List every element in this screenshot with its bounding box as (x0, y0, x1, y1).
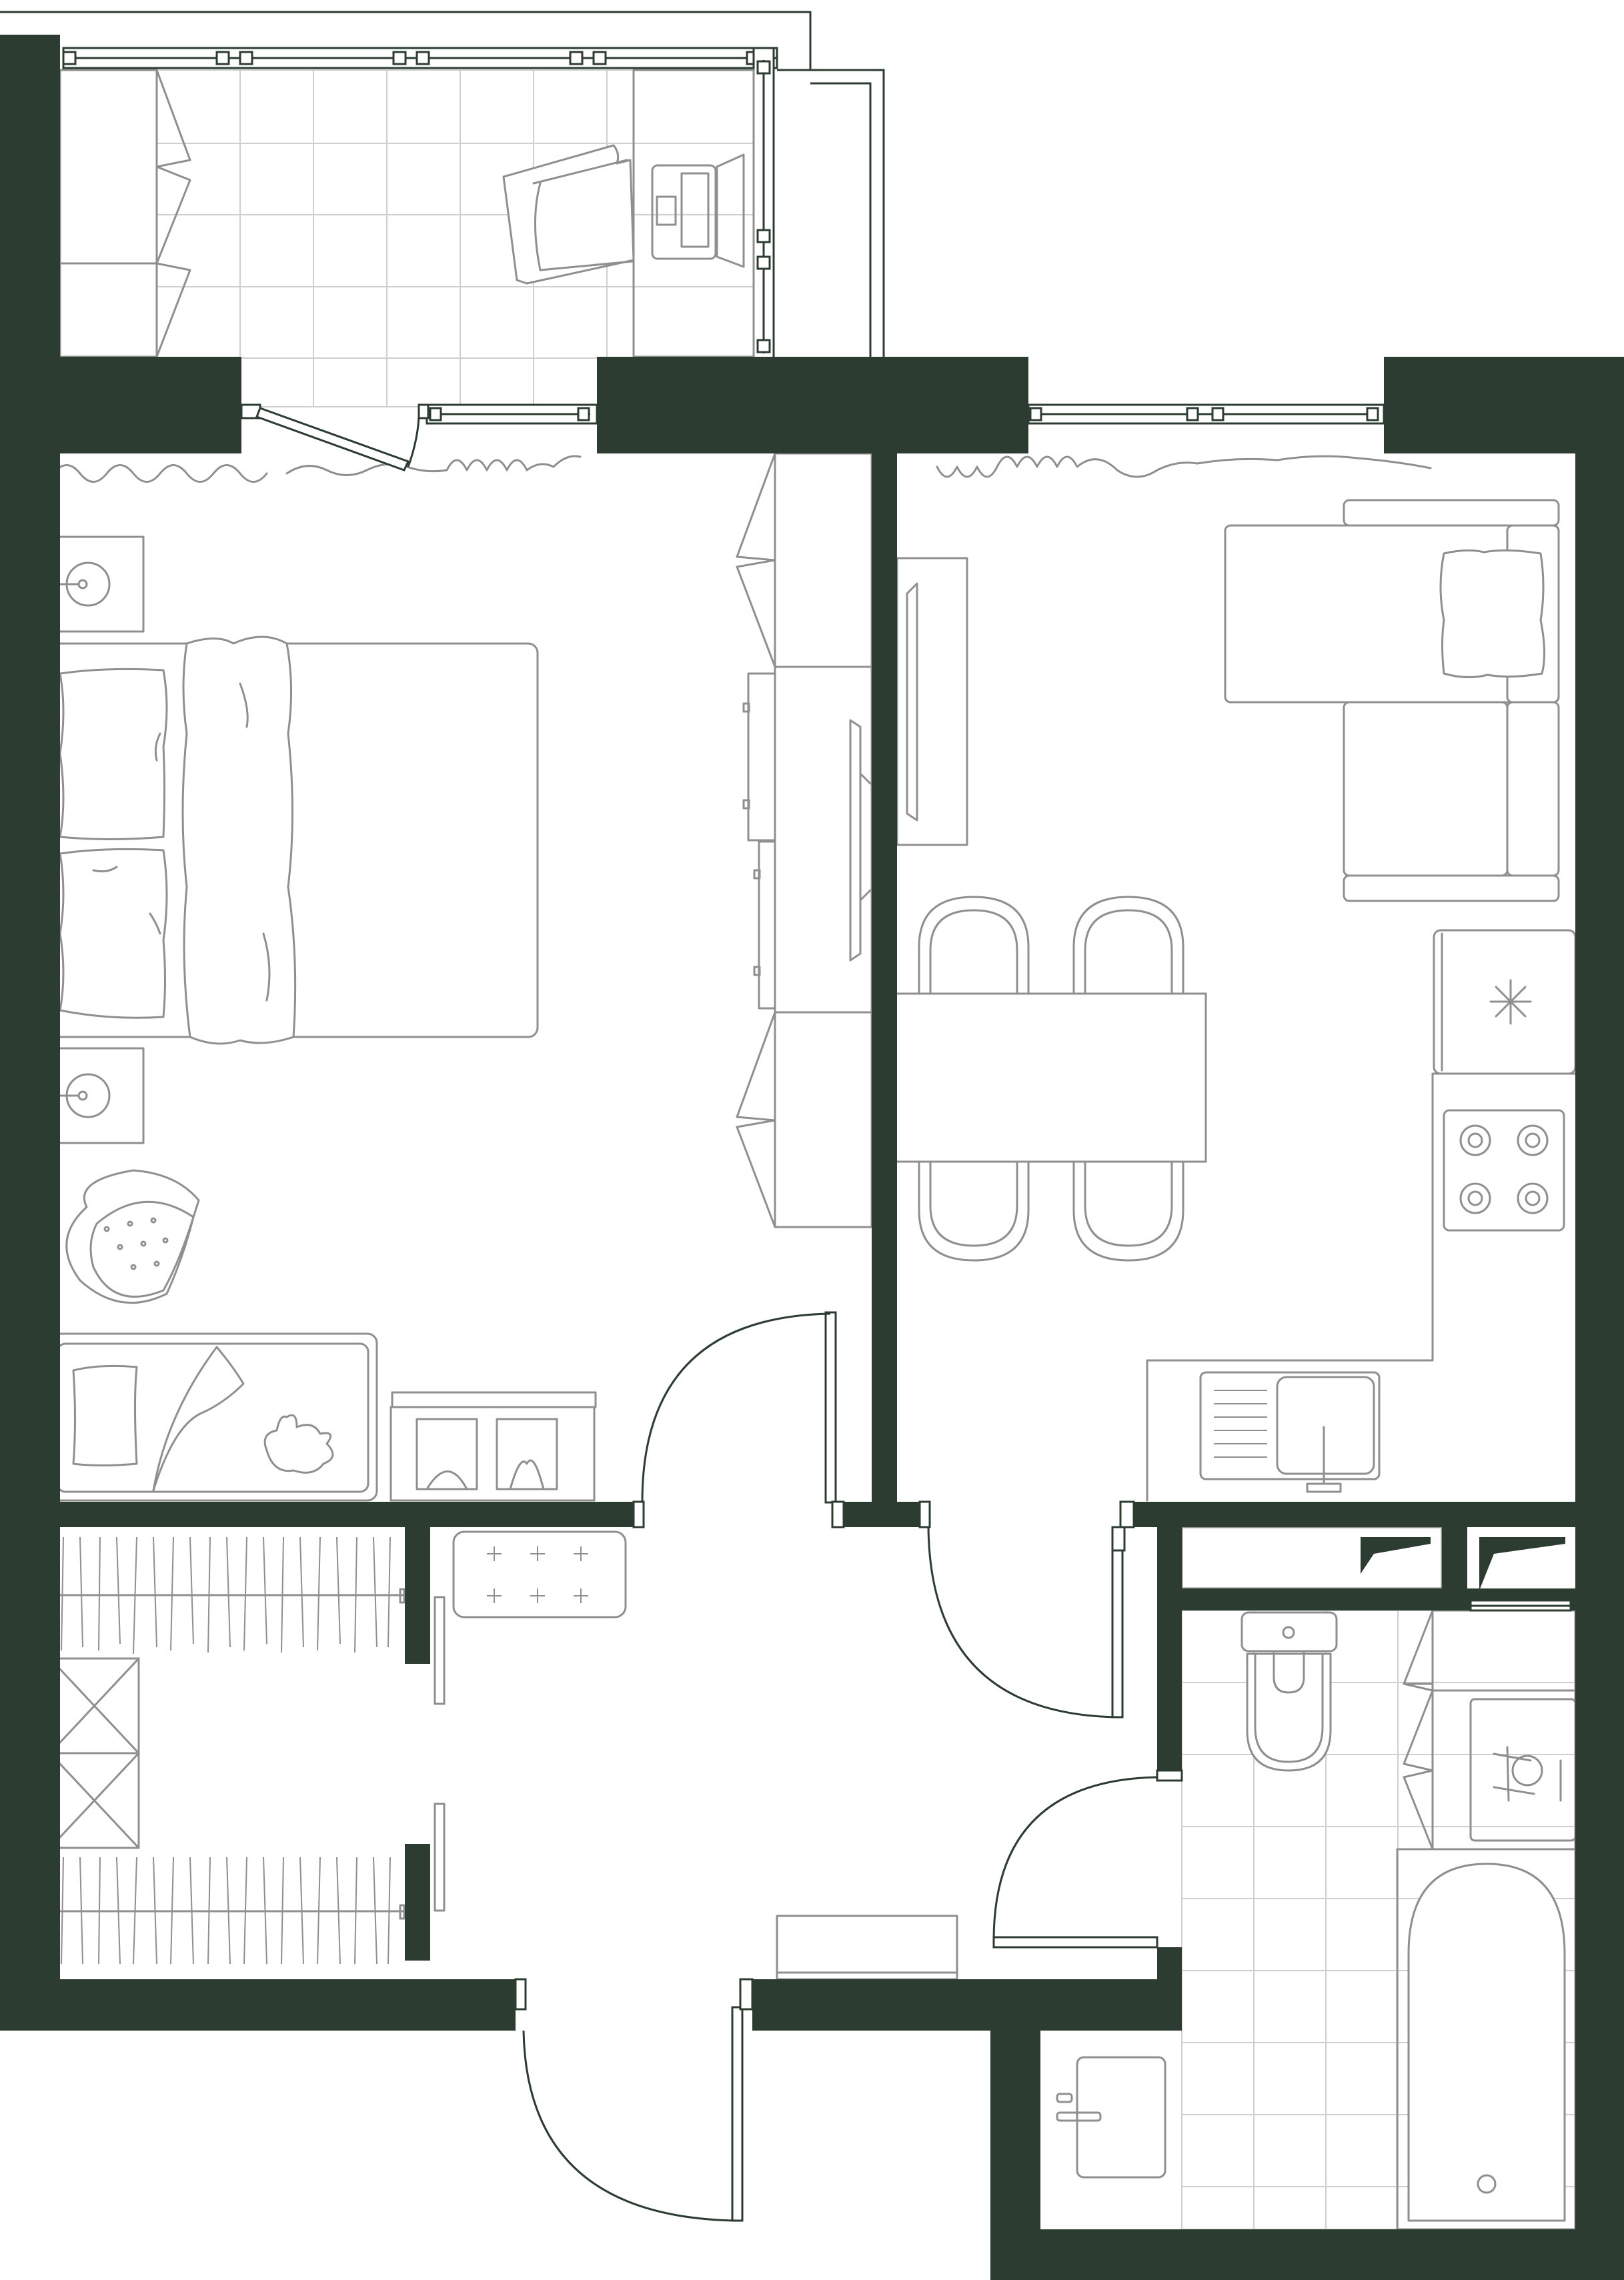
walk-in-closet (47, 1536, 446, 1965)
corner-sofa (1224, 499, 1560, 902)
windows (426, 403, 1572, 1612)
vent-shafts (1180, 1526, 1565, 1590)
nightstand-bottom (47, 1047, 145, 1144)
toilet (1241, 1611, 1338, 1772)
washbasin (1056, 2056, 1166, 2179)
balcony-door (240, 403, 430, 471)
balcony (0, 11, 885, 407)
bathroom (1056, 1526, 1577, 2231)
hallway (452, 1530, 958, 1981)
walls (0, 35, 1624, 2280)
washing-machine (1403, 1609, 1577, 1851)
dining-table (894, 896, 1207, 1262)
balcony-desk (632, 69, 755, 358)
shoe-bench (452, 1530, 627, 1618)
kitchen-living (894, 455, 1577, 1502)
hall-cabinet (776, 1915, 958, 1981)
entrance-door (514, 1978, 754, 2222)
bathtub (1396, 1848, 1577, 2231)
double-bed (47, 636, 539, 1045)
bedroom-door (632, 1311, 845, 1528)
bedroom-wardrobe (736, 452, 873, 1228)
kitchen-units (1146, 929, 1577, 1502)
armchair (502, 144, 635, 285)
bathroom-door (992, 1769, 1183, 1949)
balcony-shelves (59, 69, 191, 358)
storage-boxes (49, 1657, 140, 1849)
kitchen-door (918, 1500, 1135, 1719)
changing-table (389, 1391, 597, 1502)
baby-crib (47, 1332, 378, 1502)
tv-stand (896, 557, 968, 846)
nightstand-top (47, 535, 145, 633)
chair-round (65, 1169, 200, 1304)
doors (240, 403, 1183, 2222)
bedroom (47, 452, 873, 1502)
